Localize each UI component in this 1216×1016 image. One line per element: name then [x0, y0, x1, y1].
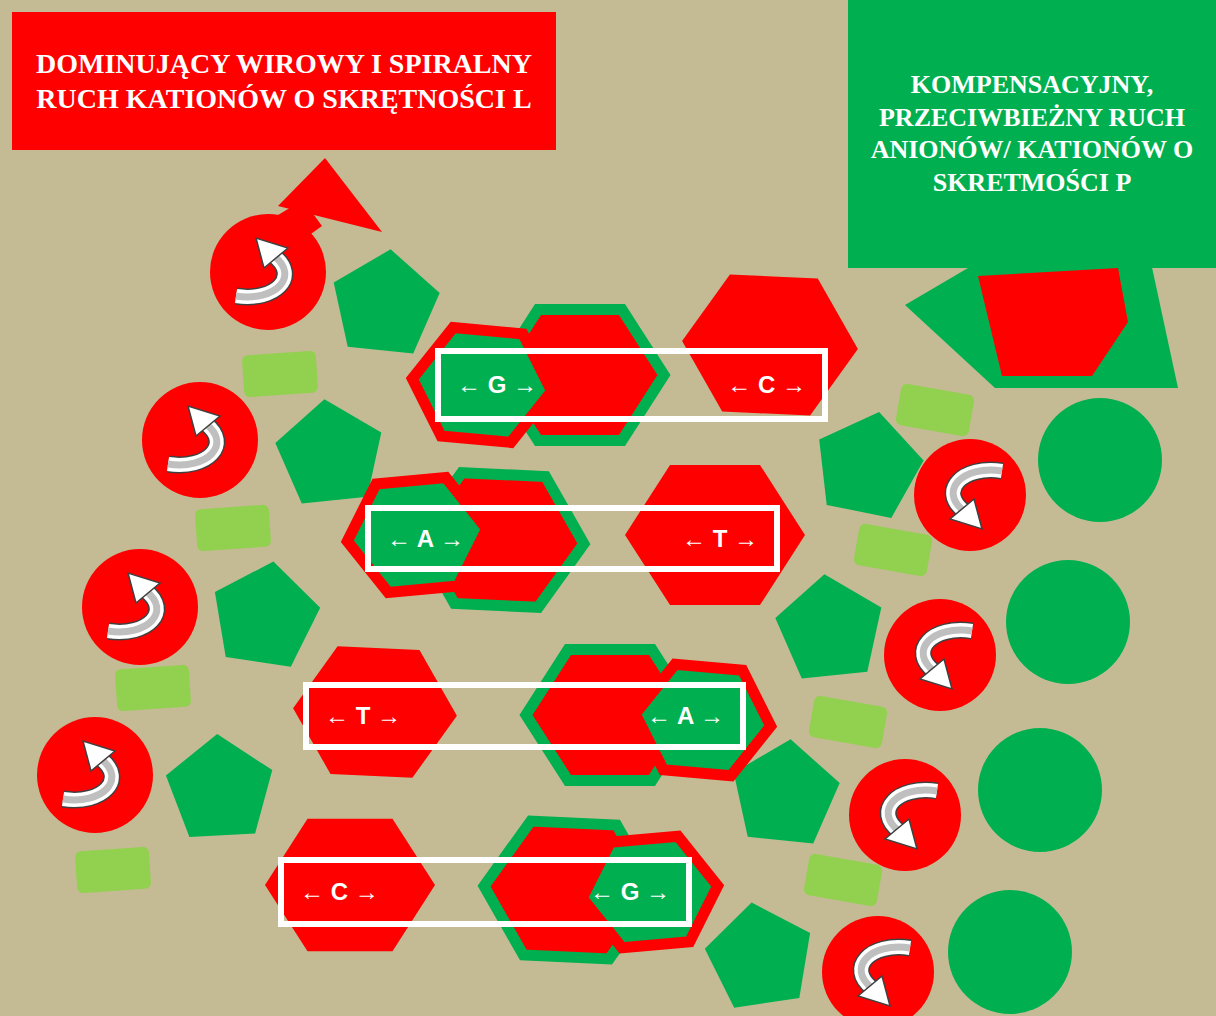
cation-disc: [37, 717, 153, 833]
curl-head: [83, 741, 115, 771]
base-pair-box: ← C → ← G →: [278, 857, 692, 927]
sugar-pentagon: [275, 399, 381, 503]
title-text: DOMINUJĄCY WIROWY I SPIRALNY RUCH KATION…: [30, 46, 538, 116]
sugar-pentagon: [775, 574, 881, 678]
curl-ribbon: [108, 591, 157, 632]
curl-outline: [168, 424, 217, 465]
cation-disc: [142, 382, 258, 498]
cation-circle: [884, 599, 996, 711]
curl-arrow: [168, 406, 220, 465]
curl-ribbon: [861, 947, 910, 988]
curl-edge: [953, 470, 1002, 511]
linker-rect: [75, 846, 152, 893]
curl-head: [128, 573, 160, 603]
linker-rect: [242, 350, 319, 397]
cation-disc: [914, 439, 1026, 551]
sugar-pentagon: [166, 734, 272, 837]
curl-ribbon: [168, 424, 217, 465]
curl-head: [256, 238, 288, 268]
cation-disc: [822, 916, 934, 1016]
curl-ribbon: [236, 256, 285, 297]
cation-circle: [849, 759, 961, 871]
base-hexagon: [682, 275, 858, 416]
curl-head: [885, 819, 917, 849]
curl-outline: [236, 256, 285, 297]
anion-circle: [948, 890, 1072, 1014]
curl-arrow: [63, 741, 115, 800]
curl-outline: [861, 947, 910, 988]
curl-head: [858, 976, 890, 1006]
curl-arrow: [950, 470, 1002, 529]
curl-ribbon: [953, 470, 1002, 511]
cation-circle: [914, 439, 1026, 551]
linker-rect: [895, 383, 975, 437]
base-label: ← T →: [325, 702, 401, 730]
curl-edge: [236, 256, 285, 297]
cation-disc: [82, 549, 198, 665]
cation-circle: [37, 717, 153, 833]
curl-arrow: [108, 573, 160, 632]
title-box: KOMPENSACYJNY, PRZECIWBIEŻNY RUCH ANIONÓ…: [848, 0, 1216, 268]
curl-edge: [888, 790, 937, 831]
curl-arrow: [858, 947, 910, 1006]
title-box: DOMINUJĄCY WIROWY I SPIRALNY RUCH KATION…: [12, 12, 556, 150]
base-hexagon: [412, 328, 551, 443]
curl-ribbon: [923, 630, 972, 671]
linker-rect: [808, 695, 888, 749]
linker-rect: [853, 523, 933, 577]
curl-ribbon: [63, 759, 112, 800]
base-hexagon: [265, 819, 435, 952]
curl-head: [950, 499, 982, 529]
green-arrowhead: [905, 258, 1178, 388]
base-hexagon: [293, 646, 457, 777]
sugar-pentagon: [705, 903, 810, 1008]
base-hexagon: [635, 664, 770, 776]
curl-outline: [888, 790, 937, 831]
base-pair-box: ← T → ← A →: [303, 682, 746, 750]
anion-circle: [1006, 560, 1130, 684]
sugar-pentagon: [819, 412, 923, 518]
curl-edge: [108, 591, 157, 632]
red-pentagon: [978, 268, 1128, 376]
sugar-pentagon: [215, 562, 320, 667]
linker-rect: [803, 853, 883, 907]
base-pair-box: ← G → ← C →: [435, 348, 828, 422]
curl-head: [188, 406, 220, 436]
base-label: ← G →: [590, 878, 670, 906]
curl-outline: [953, 470, 1002, 511]
linker-rect: [115, 664, 192, 711]
cation-disc: [849, 759, 961, 871]
base-pair-box: ← A → ← T →: [365, 505, 780, 572]
curl-arrow: [920, 630, 972, 689]
anion-circle: [978, 728, 1102, 852]
anion-circle: [1038, 398, 1162, 522]
curl-edge: [168, 424, 217, 465]
base-label: ← G →: [457, 371, 537, 399]
base-label: ← A →: [647, 702, 724, 730]
curl-outline: [63, 759, 112, 800]
base-label: ← T →: [682, 525, 758, 553]
curl-outline: [108, 591, 157, 632]
base-label: ← C →: [300, 878, 379, 906]
cation-disc: [210, 214, 326, 330]
curl-ribbon: [888, 790, 937, 831]
cation-circle: [822, 916, 934, 1016]
base-hexagon: [582, 836, 717, 948]
curl-edge: [63, 759, 112, 800]
curl-arrow: [885, 790, 937, 849]
cation-circle: [210, 214, 326, 330]
sugar-pentagon: [334, 249, 440, 353]
linker-rect: [195, 504, 272, 551]
curl-edge: [923, 630, 972, 671]
cation-disc: [884, 599, 996, 711]
cation-circle: [142, 382, 258, 498]
curl-head: [920, 659, 952, 689]
curl-arrow: [236, 238, 288, 297]
curl-outline: [923, 630, 972, 671]
curl-edge: [861, 947, 910, 988]
base-label: ← C →: [727, 371, 806, 399]
cation-circle: [82, 549, 198, 665]
base-label: ← A →: [387, 525, 464, 553]
title-text: KOMPENSACYJNY, PRZECIWBIEŻNY RUCH ANIONÓ…: [866, 69, 1198, 199]
